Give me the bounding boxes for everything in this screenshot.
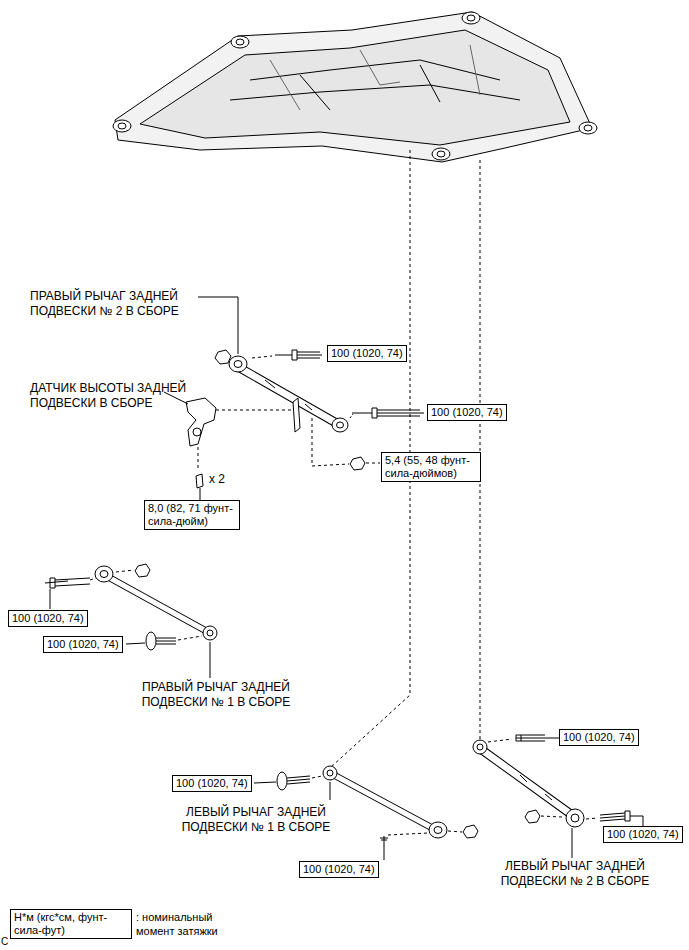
- torque-box: 5,4 (55, 48 фунт-сила-дюймов): [381, 452, 481, 482]
- torque-box: 100 (1020, 74): [299, 861, 379, 878]
- part-name: ПРАВЫЙ РЫЧАГ ЗАДНЕЙ ПОДВЕСКИ № 2 В СБОРЕ: [30, 289, 205, 319]
- torque-value: 100 (1020, 74): [431, 406, 503, 419]
- torque-box: 100 (1020, 74): [327, 345, 407, 362]
- torque-box: 100 (1020, 74): [172, 775, 252, 792]
- quantity-label: x 2: [209, 472, 225, 487]
- torque-box: 100 (1020, 74): [427, 404, 507, 421]
- part-name: ДАТЧИК ВЫСОТЫ ЗАДНЕЙ ПОДВЕСКИ В СБОРЕ: [30, 381, 205, 411]
- part-name: ЛЕВЫЙ РЫЧАГ ЗАДНЕЙ ПОДВЕСКИ № 1 В СБОРЕ: [166, 805, 346, 835]
- torque-box: 100 (1020, 74): [603, 826, 683, 843]
- torque-value: 100 (1020, 74): [563, 731, 635, 744]
- torque-value: 5,4 (55, 48 фунт-сила-дюймов): [385, 454, 477, 480]
- torque-value: Н*м (кгс*см, фунт-сила-фут): [14, 911, 128, 937]
- legend-note: : номинальный момент затяжки: [136, 910, 246, 938]
- torque-value: 100 (1020, 74): [12, 612, 84, 625]
- torque-box: 100 (1020, 74): [43, 636, 123, 653]
- torque-value: 100 (1020, 74): [331, 347, 403, 360]
- torque-value: 100 (1020, 74): [607, 828, 679, 841]
- legend-box: Н*м (кгс*см, фунт-сила-фут): [10, 909, 132, 939]
- torque-box: 100 (1020, 74): [8, 610, 88, 627]
- torque-box: 8,0 (82, 71 фунт-сила-дюйм): [144, 500, 240, 530]
- torque-value: 8,0 (82, 71 фунт-сила-дюйм): [148, 502, 236, 528]
- torque-value: 100 (1020, 74): [176, 777, 248, 790]
- corner-mark: C: [1, 934, 8, 949]
- torque-value: 100 (1020, 74): [47, 638, 119, 651]
- torque-box: 100 (1020, 74): [559, 729, 639, 746]
- part-name: ЛЕВЫЙ РЫЧАГ ЗАДНЕЙ ПОДВЕСКИ № 2 В СБОРЕ: [485, 859, 665, 889]
- torque-value: 100 (1020, 74): [303, 863, 375, 876]
- part-name: ПРАВЫЙ РЫЧАГ ЗАДНЕЙ ПОДВЕСКИ № 1 В СБОРЕ: [126, 680, 306, 710]
